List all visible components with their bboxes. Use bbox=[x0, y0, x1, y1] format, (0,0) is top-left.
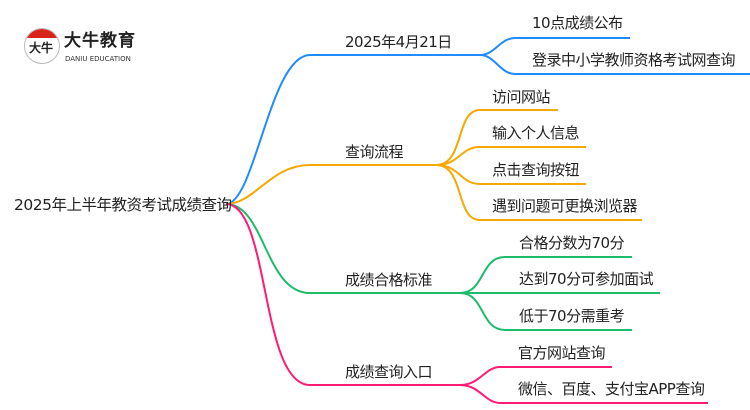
child-line-3-1 bbox=[459, 256, 632, 294]
logo-subtitle: DANIU EDUCATION bbox=[65, 55, 131, 63]
child-label-2-2: 输入个人信息 bbox=[492, 124, 580, 142]
child-label-1-1: 10点成绩公布 bbox=[532, 14, 623, 32]
child-label-1-2: 登录中小学教师资格考试网查询 bbox=[532, 51, 736, 69]
branch-label-3: 成绩合格标准 bbox=[345, 271, 433, 289]
child-line-4-2 bbox=[459, 384, 708, 404]
child-label-3-1: 合格分数为70分 bbox=[519, 234, 625, 252]
logo-name: 大牛教育 bbox=[64, 31, 136, 51]
child-label-3-3: 低于70分需重考 bbox=[519, 307, 625, 325]
child-label-2-3: 点击查询按钮 bbox=[492, 161, 580, 179]
branch-label-1: 2025年4月21日 bbox=[345, 33, 452, 51]
logo-icon: 大牛 bbox=[24, 28, 60, 64]
branch-line-3 bbox=[225, 203, 460, 294]
branch-label-4: 成绩查询入口 bbox=[345, 363, 433, 381]
child-line-4-1 bbox=[459, 366, 612, 386]
child-line-2-4 bbox=[435, 164, 642, 221]
child-line-1-1 bbox=[479, 37, 630, 56]
child-label-3-2: 达到70分可参加面试 bbox=[519, 270, 654, 288]
child-label-4-1: 官方网站查询 bbox=[518, 344, 606, 362]
child-label-4-2: 微信、百度、支付宝APP查询 bbox=[518, 380, 705, 398]
child-label-2-4: 遇到问题可更换浏览器 bbox=[492, 197, 638, 215]
branch-line-4 bbox=[225, 203, 460, 386]
child-label-2-1: 访问网站 bbox=[492, 88, 551, 106]
branch-line-2 bbox=[225, 164, 436, 205]
logo: 大牛 大牛教育 DANIU EDUCATION bbox=[22, 26, 152, 74]
child-line-2-2 bbox=[435, 146, 586, 166]
root-topic: 2025年上半年教资考试成绩查询 bbox=[14, 196, 232, 214]
child-line-1-2 bbox=[479, 54, 750, 75]
branch-line-1 bbox=[225, 54, 480, 205]
branch-label-2: 查询流程 bbox=[345, 143, 404, 161]
child-line-2-1 bbox=[435, 109, 558, 166]
child-line-3-3 bbox=[459, 292, 632, 331]
